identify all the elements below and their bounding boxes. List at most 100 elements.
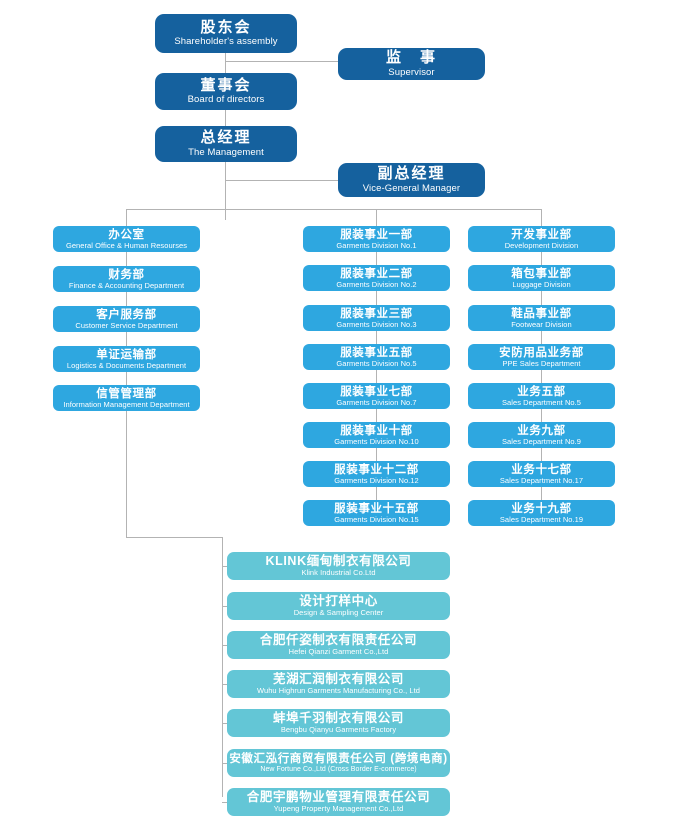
node-supervisor[interactable]: 监 事 Supervisor [338, 48, 485, 80]
node-title-en: Design & Sampling Center [293, 608, 384, 618]
node-title-en: Luggage Division [512, 279, 571, 289]
node-sales-department-9[interactable]: 业务九部 Sales Department No.9 [468, 422, 615, 448]
connector-subsidiary-5 [222, 723, 227, 724]
node-garments-division-10[interactable]: 服装事业十部 Garments Division No.10 [303, 422, 450, 448]
node-title-en: Information Management Department [63, 399, 190, 409]
node-vice-general-manager[interactable]: 副总经理 Vice-General Manager [338, 163, 485, 197]
node-yupeng-property-management[interactable]: 合肥宇鹏物业管理有限责任公司 Yupeng Property Managemen… [227, 788, 450, 816]
connector-subsidiary-2 [222, 606, 227, 607]
node-title-en: Bengbu Qianyu Garments Factory [280, 725, 397, 735]
node-shareholders-assembly[interactable]: 股东会 Shareholder's assembly [155, 14, 297, 53]
node-title-cn: 单证运输部 [96, 348, 157, 361]
node-garments-division-7[interactable]: 服装事业七部 Garments Division No.7 [303, 383, 450, 409]
node-title-cn: 监 事 [385, 49, 437, 67]
node-title-en: Garments Division No.7 [336, 397, 417, 407]
connector-gm-vgm [225, 180, 338, 181]
node-logistics-documents[interactable]: 单证运输部 Logistics & Documents Department [53, 346, 200, 372]
node-klink-industrial[interactable]: KLINK缅甸制衣有限公司 Klink Industrial Co.Ltd [227, 552, 450, 580]
node-title-en: Supervisor [388, 66, 435, 78]
node-title-cn: 芜湖汇润制衣有限公司 [272, 672, 404, 686]
node-title-en: Footwear Division [511, 319, 572, 329]
node-garments-division-12[interactable]: 服装事业十二部 Garments Division No.12 [303, 461, 450, 487]
node-hefei-qianzi-garment[interactable]: 合肥仟姿制衣有限责任公司 Hefei Qianzi Garment Co.,Lt… [227, 631, 450, 659]
node-board-of-directors[interactable]: 董事会 Board of directors [155, 73, 297, 110]
node-title-cn: 董事会 [200, 76, 252, 94]
node-title-en: Logistics & Documents Department [66, 360, 187, 370]
node-garments-division-1[interactable]: 服装事业一部 Garments Division No.1 [303, 226, 450, 252]
node-title-en: Garments Division No.3 [336, 319, 417, 329]
node-title-en: Development Division [504, 240, 579, 250]
connector-drop-admin [126, 209, 127, 225]
node-title-cn: 股东会 [200, 18, 252, 36]
node-title-en: Sales Department No.9 [501, 436, 581, 446]
node-title-en: Garments Division No.12 [334, 475, 419, 485]
node-title-cn: 客户服务部 [96, 308, 157, 321]
node-title-cn: 鞋品事业部 [511, 307, 572, 320]
node-title-cn: 服装事业五部 [340, 346, 413, 359]
node-development-division[interactable]: 开发事业部 Development Division [468, 226, 615, 252]
node-customer-service[interactable]: 客户服务部 Customer Service Department [53, 306, 200, 332]
node-title-cn: 业务十九部 [511, 502, 572, 515]
node-title-cn: 合肥仟姿制衣有限责任公司 [259, 633, 418, 647]
connector-dept-bus [126, 209, 541, 210]
node-title-cn: 信管管理部 [96, 387, 157, 400]
node-sales-department-17[interactable]: 业务十七部 Sales Department No.17 [468, 461, 615, 487]
connector-spine-admin [126, 225, 127, 537]
node-garments-division-3[interactable]: 服装事业三部 Garments Division No.3 [303, 305, 450, 331]
node-new-fortune-cross-border[interactable]: 安徽汇泓行商贸有限责任公司 (跨境电商) New Fortune Co.,Ltd… [227, 749, 450, 777]
node-title-cn: 总经理 [200, 129, 252, 147]
node-title-cn: 财务部 [108, 268, 145, 281]
connector-subsidiary-6 [222, 763, 227, 764]
node-title-en: Yupeng Property Management Co.,Ltd [273, 804, 404, 814]
node-title-cn: 安防用品业务部 [499, 346, 584, 359]
node-title-cn: 服装事业七部 [340, 385, 413, 398]
node-title-en: Garments Division No.10 [334, 436, 419, 446]
node-title-en: Customer Service Department [75, 320, 178, 330]
node-title-en: Hefei Qianzi Garment Co.,Ltd [288, 647, 389, 657]
node-title-cn: 服装事业一部 [340, 228, 413, 241]
node-title-en: Finance & Accounting Department [68, 280, 185, 290]
connector-drop-business [541, 209, 542, 225]
node-garments-division-5[interactable]: 服装事业五部 Garments Division No.5 [303, 344, 450, 370]
node-title-en: Sales Department No.5 [501, 397, 581, 407]
node-footwear-division[interactable]: 鞋品事业部 Footwear Division [468, 305, 615, 331]
node-title-en: The Management [188, 146, 264, 158]
node-title-en: Vice-General Manager [362, 182, 461, 194]
node-title-en: Wuhu Highrun Garments Manufacturing Co.,… [257, 686, 420, 696]
node-title-cn: 服装事业十五部 [334, 502, 419, 515]
node-title-cn: 服装事业十二部 [334, 463, 419, 476]
node-information-management[interactable]: 信管管理部 Information Management Department [53, 385, 200, 411]
node-title-cn: 服装事业二部 [340, 267, 413, 280]
node-finance-accounting[interactable]: 财务部 Finance & Accounting Department [53, 266, 200, 292]
node-title-en: Garments Division No.5 [336, 358, 417, 368]
node-title-en: PPE Sales Department [502, 358, 581, 368]
node-garments-division-2[interactable]: 服装事业二部 Garments Division No.2 [303, 265, 450, 291]
connector-subsidiary-3 [222, 645, 227, 646]
node-garments-division-15[interactable]: 服装事业十五部 Garments Division No.15 [303, 500, 450, 526]
node-title-en: Sales Department No.19 [499, 514, 584, 524]
node-design-sampling-center[interactable]: 设计打样中心 Design & Sampling Center [227, 592, 450, 620]
node-title-en: Garments Division No.1 [336, 240, 417, 250]
node-ppe-sales-department[interactable]: 安防用品业务部 PPE Sales Department [468, 344, 615, 370]
node-title-cn: 业务十七部 [511, 463, 572, 476]
node-wuhu-highrun-garments[interactable]: 芜湖汇润制衣有限公司 Wuhu Highrun Garments Manufac… [227, 670, 450, 698]
node-title-en: Garments Division No.15 [334, 514, 419, 524]
node-title-cn: 设计打样中心 [299, 594, 378, 608]
connector-spine-business [541, 225, 542, 525]
node-general-office[interactable]: 办公室 General Office & Human Resourses [53, 226, 200, 252]
connector-to-subsidiary-trunk [126, 537, 223, 538]
connector-subsidiary-7 [222, 802, 227, 803]
connector-subsidiary-trunk [222, 537, 223, 797]
node-luggage-division[interactable]: 箱包事业部 Luggage Division [468, 265, 615, 291]
node-sales-department-5[interactable]: 业务五部 Sales Department No.5 [468, 383, 615, 409]
node-title-cn: 业务五部 [517, 385, 566, 398]
connector-subsidiary-4 [222, 684, 227, 685]
connector-spine-garments [376, 225, 377, 525]
node-general-manager[interactable]: 总经理 The Management [155, 126, 297, 162]
node-title-en: Sales Department No.17 [499, 475, 584, 485]
node-sales-department-19[interactable]: 业务十九部 Sales Department No.19 [468, 500, 615, 526]
node-bengbu-qianyu-garments[interactable]: 蚌埠千羽制衣有限公司 Bengbu Qianyu Garments Factor… [227, 709, 450, 737]
node-title-en: General Office & Human Resourses [65, 240, 188, 250]
node-title-cn: 办公室 [108, 228, 145, 241]
